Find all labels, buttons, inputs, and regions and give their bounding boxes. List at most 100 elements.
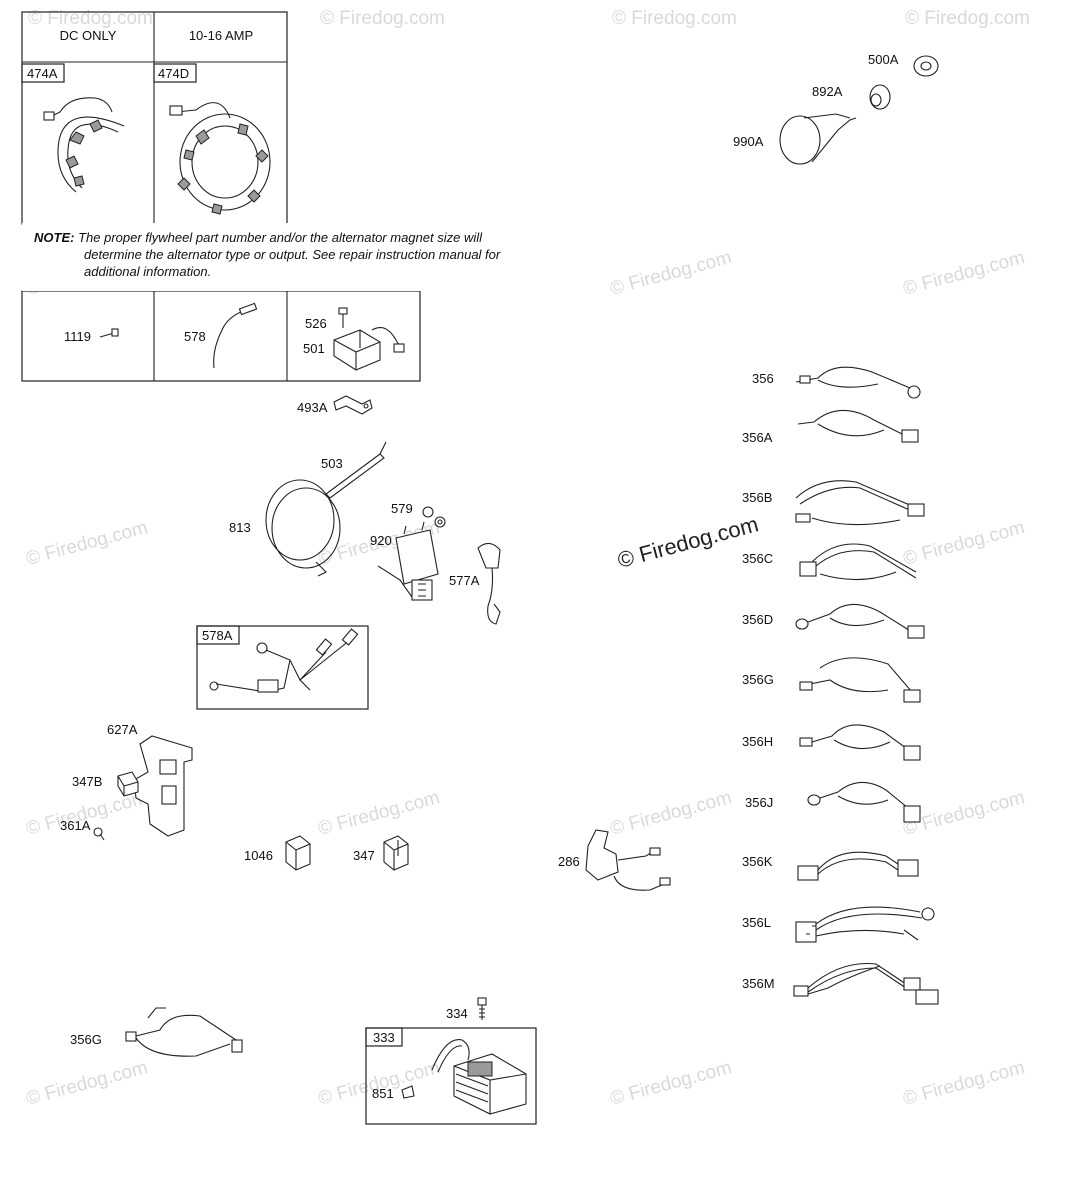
- bolt-334: [477, 997, 487, 1020]
- harness-356k: 356K: [742, 851, 919, 881]
- switch-1046: [285, 835, 311, 871]
- part-label-892a: 892A: [812, 84, 843, 99]
- wire-578: [213, 302, 258, 369]
- part-label-356l: 356L: [742, 915, 771, 930]
- note-label: NOTE:: [34, 230, 75, 245]
- watermark: © Firedog.com: [901, 247, 1027, 300]
- part-label-286: 286: [558, 854, 580, 869]
- screw-361a: [93, 827, 105, 841]
- part-label-627a: 627A: [107, 722, 138, 737]
- switch-347: [383, 835, 409, 871]
- watermark: © Firedog.com: [608, 787, 734, 840]
- part-label-500a: 500A: [868, 52, 899, 67]
- coil-333-frame: [365, 1027, 537, 1125]
- knob-990a: [779, 113, 857, 165]
- part-label-578a: 578A: [202, 628, 233, 643]
- part-label-474a: 474A: [27, 66, 58, 81]
- harness-578a: 578A: [196, 625, 369, 710]
- part-label-1119: 1119: [64, 329, 91, 344]
- watermark: © Firedog.com: [901, 1057, 1027, 1110]
- watermark: © Firedog.com: [24, 517, 150, 570]
- harness-356g: 356G: [742, 657, 921, 703]
- harness-356m: 356M: [742, 962, 939, 1005]
- bracket-493a: [333, 395, 373, 415]
- watermark: © Firedog.com: [905, 8, 1030, 29]
- part-label-347: 347: [353, 848, 375, 863]
- part-label-356c: 356C: [742, 551, 773, 566]
- part-label-334: 334: [446, 1006, 468, 1021]
- part-label-501: 501: [303, 341, 325, 356]
- part-label-1046: 1046: [244, 848, 273, 863]
- grommet-892a: [869, 84, 891, 110]
- watermark: © Firedog.com: [608, 247, 734, 300]
- label-box-474d: [153, 63, 197, 83]
- parts-table-frame: [21, 290, 421, 382]
- part-label-356b: 356B: [742, 490, 772, 505]
- harness-356: 356: [752, 366, 921, 399]
- part-label-493a: 493A: [297, 400, 328, 415]
- center-watermark: © Firedog.com: [615, 511, 761, 573]
- part-label-577a: 577A: [449, 573, 480, 588]
- label-box-474a: [21, 63, 65, 83]
- boot-577a: [477, 542, 501, 625]
- part-label-356: 356: [752, 371, 774, 386]
- part-label-356h: 356H: [742, 734, 773, 749]
- solenoid-920: [377, 521, 439, 601]
- strap-503: [325, 441, 387, 499]
- part-label-851: 851: [372, 1086, 394, 1101]
- clip-851: [401, 1085, 415, 1099]
- harness-356g-bottom: [125, 1007, 243, 1057]
- watermark: © Firedog.com: [612, 8, 737, 29]
- harness-356h: 356H: [742, 724, 921, 761]
- parts-table-small: 1119 578 526 501: [21, 290, 421, 382]
- part-label-526: 526: [305, 316, 327, 331]
- coil-333: 333: [365, 1027, 537, 1125]
- part-label-578: 578: [184, 329, 206, 344]
- part-label-356j: 356J: [745, 795, 773, 810]
- part-label-579: 579: [391, 501, 413, 516]
- switch-347b: [117, 771, 139, 797]
- part-label-474d: 474D: [158, 66, 189, 81]
- part-label-356g-bottom: 356G: [70, 1032, 102, 1047]
- part-label-920: 920: [370, 533, 392, 548]
- watermark: © Firedog.com: [901, 517, 1027, 570]
- label-box-578a: [196, 625, 240, 645]
- harness-356l: 356L: [742, 906, 935, 943]
- watermark: © Firedog.com: [24, 1057, 150, 1110]
- note-box: NOTE: The proper flywheel part number an…: [22, 223, 550, 291]
- washer-500a: [913, 55, 939, 77]
- part-label-356k: 356K: [742, 854, 773, 869]
- harness-356d: 356D: [742, 603, 925, 639]
- part-label-347b: 347B: [72, 774, 102, 789]
- watermark: © Firedog.com: [320, 8, 445, 29]
- note-text-rest: determine the alternator type or output.…: [84, 247, 501, 279]
- watermark-layer: © Firedog.com © Firedog.com © Firedog.co…: [24, 8, 1030, 1110]
- rectifier-501: [333, 307, 405, 371]
- stator-474d: [169, 102, 271, 215]
- part-label-356m: 356M: [742, 976, 775, 991]
- module-286: [585, 829, 671, 891]
- harness-578a-frame: [196, 625, 369, 710]
- watermark: © Firedog.com: [316, 787, 442, 840]
- label-box-333: [365, 1027, 403, 1047]
- part-label-356g: 356G: [742, 672, 774, 687]
- harness-356a: 356A: [742, 409, 919, 445]
- watermark: © Firedog.com: [28, 8, 153, 29]
- harness-356j: 356J: [745, 781, 921, 823]
- part-label-333: 333: [373, 1030, 395, 1045]
- table-header-dc-only: DC ONLY: [60, 28, 117, 43]
- harness-356c: 356C: [742, 543, 917, 581]
- bracket-627a: [133, 735, 193, 837]
- watermark: © Firedog.com: [608, 1057, 734, 1110]
- band-813: [265, 479, 341, 577]
- table-header-amp: 10-16 AMP: [189, 28, 253, 43]
- part-label-813: 813: [229, 520, 251, 535]
- part-label-361a: 361A: [60, 818, 91, 833]
- part-label-356d: 356D: [742, 612, 773, 627]
- watermark: © Firedog.com: [316, 1057, 442, 1110]
- alternator-table: DC ONLY 10-16 AMP 474A 474D: [21, 11, 288, 225]
- screw-1119: [99, 328, 119, 338]
- part-label-503: 503: [321, 456, 343, 471]
- part-label-356a: 356A: [742, 430, 773, 445]
